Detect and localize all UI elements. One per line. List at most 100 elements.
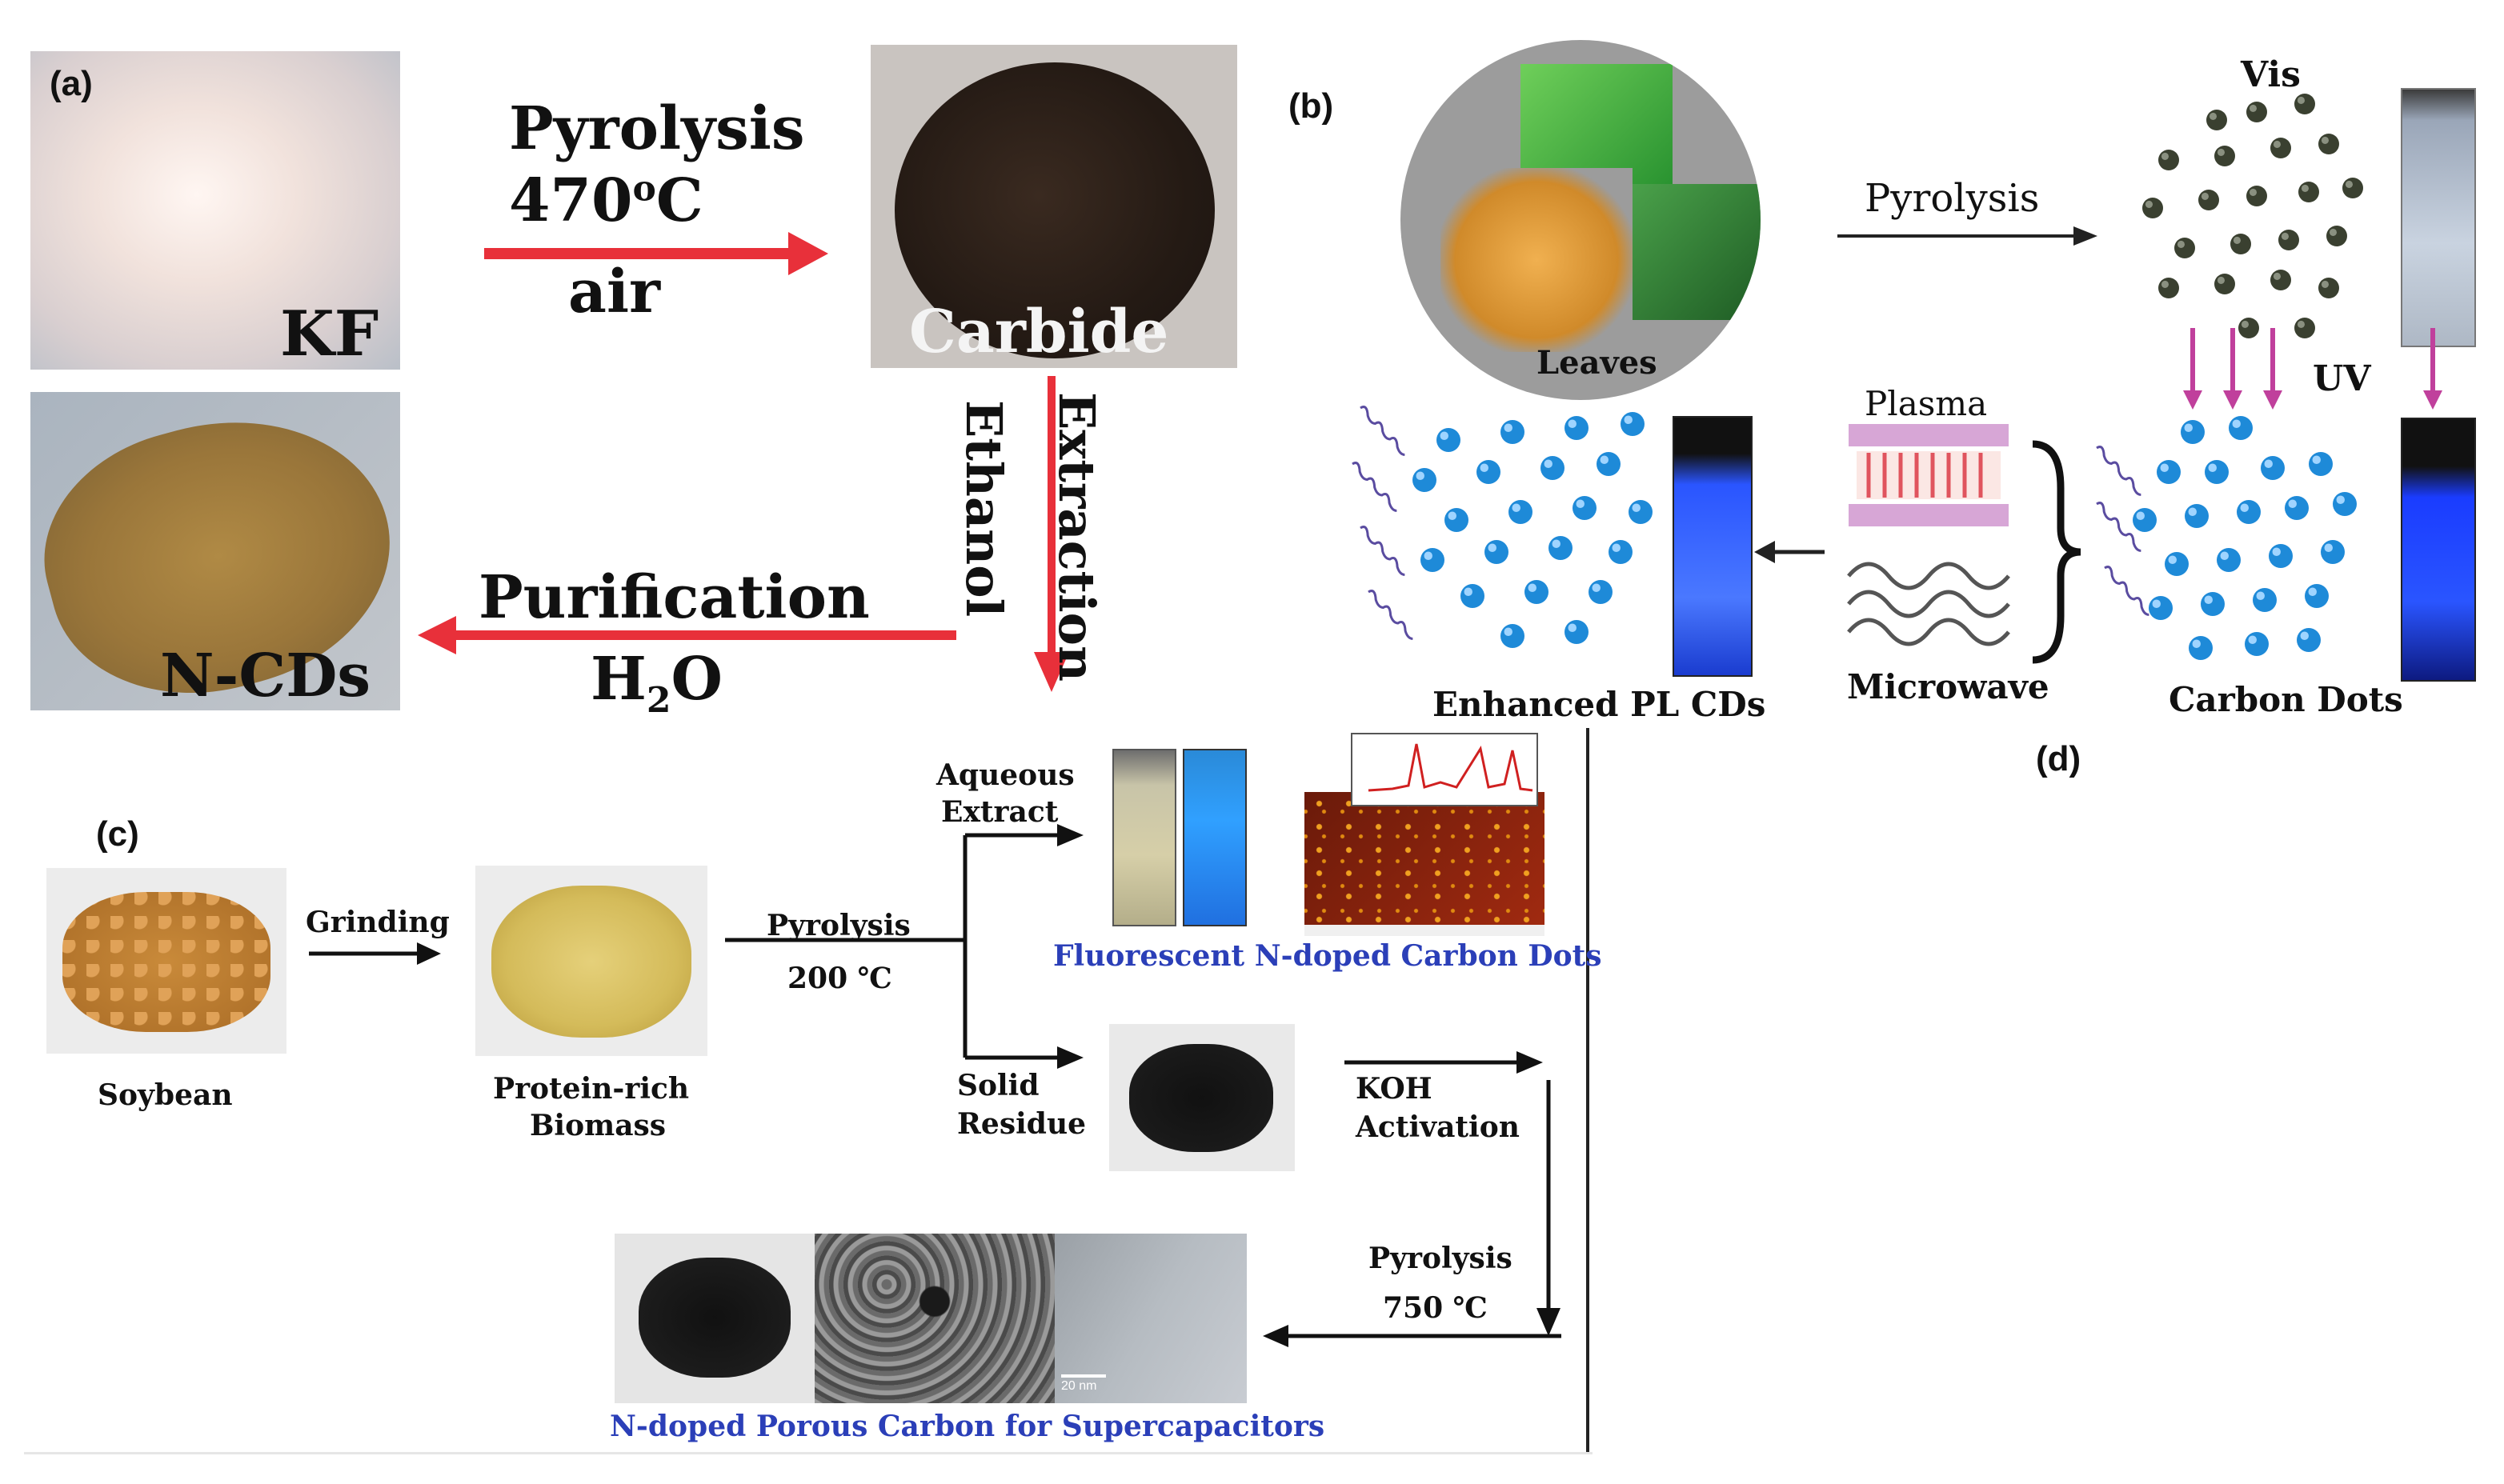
carbon-dot bbox=[2149, 596, 2173, 620]
photon-wave bbox=[2104, 566, 2149, 616]
vis-dot-highlight bbox=[2161, 152, 2169, 160]
vis-dot-highlight bbox=[2273, 140, 2281, 148]
tem-scale-bar bbox=[1061, 1374, 1106, 1378]
carbon-dot bbox=[2165, 552, 2189, 576]
enhanced-dot bbox=[1573, 496, 1597, 520]
carbon-dot-highlight bbox=[2192, 639, 2201, 648]
vis-dot bbox=[2270, 138, 2291, 158]
panel-a: KF (a) Pyrolysis 470oC air Carbide Extra… bbox=[24, 40, 1240, 728]
step1-arrow bbox=[484, 232, 828, 275]
carbon-dot-highlight bbox=[2204, 595, 2213, 604]
panel-b: (b) Leaves Pyrolysis Vis UV Carbon Dots … bbox=[1272, 40, 2504, 728]
split-arrows bbox=[725, 824, 1084, 1069]
enhanced-dot bbox=[1621, 412, 1645, 436]
b-pyrolysis-label: Pyrolysis bbox=[1865, 176, 2040, 221]
step1-pyrolysis-label: Pyrolysis bbox=[509, 94, 805, 163]
carbon-dot-highlight bbox=[2272, 547, 2281, 556]
tem-scale-label: 20 nm bbox=[1061, 1379, 1097, 1393]
carbon-dot-highlight bbox=[2184, 423, 2193, 432]
grinding-arrow bbox=[309, 942, 441, 965]
vis-dot bbox=[2158, 150, 2179, 170]
vis-dot-highlight bbox=[2145, 200, 2153, 208]
soybean-label: Soybean bbox=[98, 1078, 233, 1112]
vis-dot bbox=[2230, 234, 2251, 254]
carbon-dots-label: Carbon Dots bbox=[2169, 680, 2403, 719]
brace-icon bbox=[2032, 440, 2081, 664]
carbon-dot-highlight bbox=[2188, 507, 2197, 516]
enhanced-vial bbox=[1673, 416, 1753, 677]
ncds-label: N-CDs bbox=[160, 642, 371, 710]
enhanced-dot-highlight bbox=[1488, 543, 1496, 552]
enhanced-dot bbox=[1597, 452, 1621, 476]
water-label: H2O bbox=[591, 645, 723, 721]
enhanced-dot-highlight bbox=[1592, 583, 1601, 592]
vis-dot-highlight bbox=[2161, 280, 2169, 288]
carbon-dot-highlight bbox=[2308, 587, 2317, 596]
vis-dot-highlight bbox=[2201, 192, 2209, 200]
biomass-label-2: Biomass bbox=[530, 1109, 667, 1142]
down-arrow bbox=[1536, 1080, 1560, 1336]
pyrolysis2-temp: 750 ℃ bbox=[1383, 1291, 1488, 1325]
carbide-label: Carbide bbox=[909, 298, 1169, 366]
enhanced-dot-highlight bbox=[1624, 415, 1633, 424]
ethanol-label: Ethanol bbox=[955, 400, 1013, 618]
enhanced-dot bbox=[1476, 460, 1500, 484]
water-h: H bbox=[591, 645, 647, 714]
kf-label: KF bbox=[280, 298, 379, 370]
vis-dot bbox=[2142, 198, 2163, 218]
carbon-dot-highlight bbox=[2324, 543, 2333, 552]
step1-temp-label: 470oC bbox=[509, 166, 703, 235]
kf-photo bbox=[30, 51, 400, 370]
enhanced-dot-highlight bbox=[1568, 623, 1577, 632]
vis-dot-highlight bbox=[2321, 280, 2329, 288]
uv-arrows bbox=[2183, 328, 2442, 410]
carbon-dot bbox=[2285, 496, 2309, 520]
carbon-dot-highlight bbox=[2264, 459, 2273, 468]
porous-photo-1 bbox=[615, 1234, 815, 1403]
vis-dot-highlight bbox=[2217, 148, 2225, 156]
koh-label-2: Activation bbox=[1356, 1110, 1520, 1144]
aqueous-label-1: Aqueous bbox=[936, 758, 1075, 792]
vis-dots bbox=[2142, 94, 2363, 338]
vis-dot bbox=[2158, 278, 2179, 298]
microwave-icon bbox=[1847, 562, 2010, 646]
enhanced-dot bbox=[1412, 468, 1436, 492]
carbon-dot bbox=[2297, 628, 2321, 652]
leaves-label: Leaves bbox=[1536, 344, 1657, 382]
vis-dot-highlight bbox=[2273, 272, 2281, 280]
enhanced-dots bbox=[1352, 406, 1653, 648]
vis-vial bbox=[2401, 88, 2476, 347]
vis-dot-highlight bbox=[2217, 276, 2225, 284]
plasma-label: Plasma bbox=[1865, 384, 1988, 423]
carbon-dot bbox=[2321, 540, 2345, 564]
step1-temp-value: 470 bbox=[509, 166, 633, 235]
uv-label: UV bbox=[2313, 358, 2371, 399]
photon-wave bbox=[1360, 406, 1405, 456]
porous-tem-image: 20 nm bbox=[1055, 1234, 1247, 1403]
enhanced-dot-highlight bbox=[1416, 471, 1424, 480]
carbon-dot-highlight bbox=[2208, 463, 2217, 472]
carbon-dot bbox=[2217, 548, 2241, 572]
koh-arrow bbox=[1344, 1051, 1543, 1074]
step1-temp-unit: C bbox=[655, 166, 703, 235]
fluorescent-vial bbox=[1183, 749, 1247, 926]
enhanced-dot bbox=[1609, 540, 1633, 564]
biomass-photo bbox=[475, 866, 707, 1056]
vis-dot-highlight bbox=[2209, 112, 2217, 120]
extraction-arrow bbox=[1034, 376, 1069, 692]
biomass-label-1: Protein-rich bbox=[493, 1072, 690, 1106]
enhanced-label: Enhanced PL CDs bbox=[1432, 685, 1766, 724]
enhanced-dot bbox=[1589, 580, 1613, 604]
photon-wave bbox=[2096, 502, 2141, 552]
enhanced-dot-highlight bbox=[1576, 499, 1585, 508]
enhanced-dot-highlight bbox=[1632, 503, 1641, 512]
afm-axis-strip bbox=[1304, 925, 1544, 936]
uv-vial bbox=[2401, 418, 2476, 682]
enhanced-dot bbox=[1436, 428, 1460, 452]
photon-wave bbox=[2096, 446, 2141, 496]
leaves-circle bbox=[1400, 40, 1761, 400]
vis-dot bbox=[2298, 182, 2319, 202]
porous-caption: N-doped Porous Carbon for Supercapacitor… bbox=[610, 1410, 1325, 1443]
carbon-dot-highlight bbox=[2300, 631, 2309, 640]
carbon-dot bbox=[2261, 456, 2285, 480]
